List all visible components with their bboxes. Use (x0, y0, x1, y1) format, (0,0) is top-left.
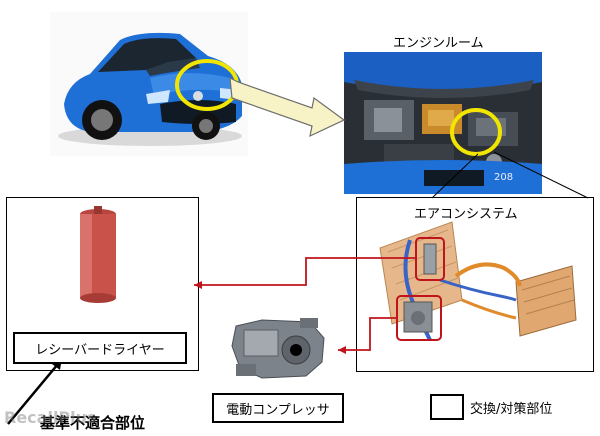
car-badge: 208 (494, 172, 514, 183)
engine-room-photo: 208 (344, 52, 542, 194)
electric-compressor-label: 電動コンプレッサ (212, 393, 344, 423)
legend-swatch (430, 394, 464, 420)
aircon-system-label: エアコンシステム (414, 207, 518, 222)
nonconforming-part-label: 基準不適合部位 (40, 414, 146, 432)
watermark: RecallPlus (4, 408, 97, 427)
legend-text: 交換/対策部位 (470, 402, 553, 417)
aircon-system-frame (356, 197, 594, 372)
engine-room-label: エンジンルーム (393, 36, 484, 51)
car-photo (50, 12, 248, 156)
electric-compressor-illustration (231, 318, 325, 379)
receiver-dryer-label: レシーバードライヤー (13, 332, 187, 364)
